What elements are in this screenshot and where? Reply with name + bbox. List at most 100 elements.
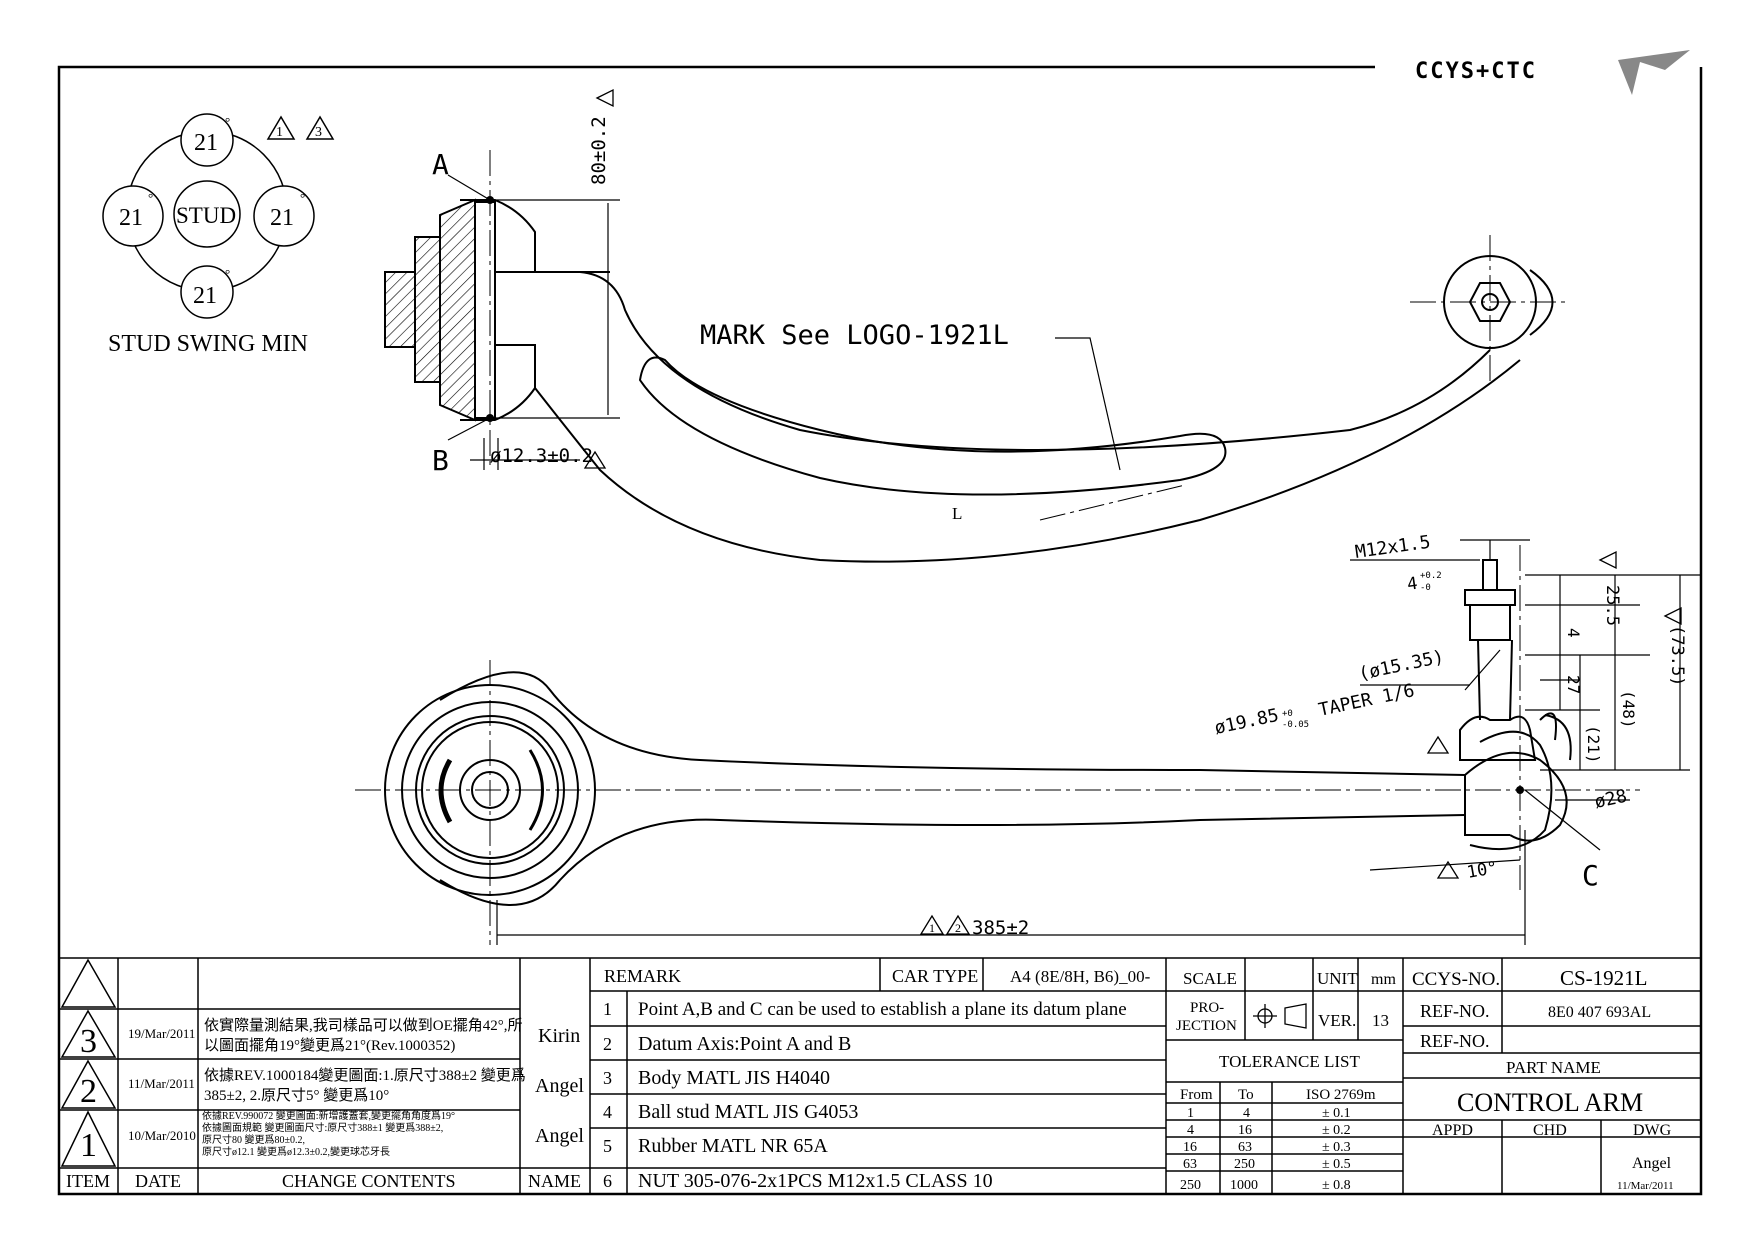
vertical-dim-4: 4 xyxy=(1564,628,1583,638)
rev-content-line: 原尺寸80 變更爲80±0.2, xyxy=(202,1133,305,1146)
ccys-no-value: CS-1921L xyxy=(1560,966,1648,990)
vertical-dim-21: (21) xyxy=(1584,725,1603,764)
rev-date: 10/Mar/2010 xyxy=(128,1128,196,1143)
point-a-marker xyxy=(486,196,494,204)
swing-angle-right: 21 xyxy=(270,205,294,231)
appd-label: APPD xyxy=(1432,1122,1473,1139)
remark-no: 2 xyxy=(603,1034,612,1054)
header-date: DATE xyxy=(135,1171,181,1191)
tol-from: 16 xyxy=(1183,1140,1197,1155)
height-dimension: 80±0.2 xyxy=(588,116,610,185)
rev-content-line: 依實際量測結果,我司樣品可以做到OE擺角42°,所 xyxy=(204,1016,523,1034)
rev-content-line: 原尺寸ø12.1 變更爲ø12.3±0.2,變更球芯牙長 xyxy=(202,1145,390,1158)
diameter-1985: ø19.85 xyxy=(1213,705,1281,739)
brand-text: CCYS+CTC xyxy=(1415,59,1537,84)
point-b-marker xyxy=(486,414,494,422)
revision-triangle-icon: 2 xyxy=(945,914,971,935)
top-view-dimensions xyxy=(447,174,1121,471)
tol-to: 250 xyxy=(1234,1157,1255,1172)
diameter-1985-upper: +0 xyxy=(1282,709,1293,719)
rev-content-line: 以圖面擺角19°變更爲21°(Rev.1000352) xyxy=(204,1037,455,1054)
front-view-labels: 1 2 385±2 M12x1.5 4 +0.2 -0 (ø15.35) ø19… xyxy=(919,532,1687,939)
rev-content-line: 385±2, 2.原尺寸5° 變更爲10° xyxy=(204,1087,389,1104)
svg-text:1: 1 xyxy=(276,125,283,140)
revision-triangle-icon xyxy=(1663,606,1682,626)
drawer-name: Angel xyxy=(1632,1155,1672,1172)
revision-triangle-icon xyxy=(1598,550,1617,570)
unit-value: mm xyxy=(1371,971,1396,988)
tol-value: ± 0.5 xyxy=(1322,1157,1351,1172)
degree-sign: ° xyxy=(225,114,230,129)
header-item: ITEM xyxy=(66,1171,110,1191)
car-type-label: CAR TYPE xyxy=(892,966,978,986)
brand-mark-icon xyxy=(1618,50,1690,95)
front-view-centerlines xyxy=(355,545,1640,945)
remark-text: Ball stud MATL JIS G4053 xyxy=(638,1101,858,1123)
header-change-contents: CHANGE CONTENTS xyxy=(282,1171,456,1191)
remark-no: 3 xyxy=(603,1068,612,1088)
ref-no2-label: REF-NO. xyxy=(1420,1031,1490,1051)
projection-label-line: JECTION xyxy=(1176,1018,1237,1034)
vertical-dim-48: (48) xyxy=(1619,690,1638,729)
stud-swing-diagram: 21 21 21 21 ° ° ° ° STUD STUD SWING MIN … xyxy=(102,113,335,357)
dwg-date: 11/Mar/2011 xyxy=(1617,1180,1674,1192)
title-block-grid xyxy=(59,957,1701,1194)
revision-triangle-icon xyxy=(1436,860,1460,879)
rev-2-mark: 2 xyxy=(955,921,961,935)
rev-item: 2 xyxy=(80,1073,97,1110)
rev-name: Angel xyxy=(535,1125,584,1147)
tol-header-to: To xyxy=(1238,1087,1254,1103)
swing-angle-left: 21 xyxy=(119,205,143,231)
ver-value: 13 xyxy=(1372,1011,1389,1030)
ref-no-value: 8E0 407 693AL xyxy=(1548,1004,1651,1021)
stud-label: STUD xyxy=(176,203,236,228)
tolerance-dimension: 4 xyxy=(1406,574,1419,595)
mark-note: MARK See LOGO-1921L xyxy=(700,320,1009,351)
ccys-no-label: CCYS-NO. xyxy=(1412,969,1500,990)
tol-from: 250 xyxy=(1180,1178,1201,1193)
revision-triangle-icon: 1 xyxy=(919,914,945,935)
swing-angle-top: 21 xyxy=(194,130,218,156)
rev-item: 1 xyxy=(80,1127,97,1164)
vertical-dim-255: 25.5 xyxy=(1602,585,1622,626)
rev-item: 3 xyxy=(80,1023,97,1060)
diameter-1535: (ø15.35) xyxy=(1357,646,1446,685)
part-info-block: CCYS-NO. CS-1921L REF-NO. 8E0 407 693AL … xyxy=(1412,966,1674,1192)
bore-dimension: ø12.3±0.2 xyxy=(490,445,593,467)
remark-table: REMARK CAR TYPE A4 (8E/8H, B6)_00- 1 Poi… xyxy=(603,966,1151,1192)
swing-caption: STUD SWING MIN xyxy=(108,331,308,357)
remark-no: 5 xyxy=(603,1136,612,1156)
remark-text: Point A,B and C can be used to establish… xyxy=(638,999,1127,1020)
tol-to: 1000 xyxy=(1230,1178,1258,1193)
remark-text: Body MATL JIS H4040 xyxy=(638,1067,830,1089)
unit-label: UNIT xyxy=(1317,969,1358,988)
vertical-dim-735: (73.5) xyxy=(1667,625,1687,686)
tol-to: 4 xyxy=(1243,1106,1250,1121)
label-point-c: C xyxy=(1582,859,1599,892)
rev-content-line: 依據圖面規範 變更圖面尺寸:原尺寸388±1 變更爲388±2, xyxy=(202,1121,443,1134)
tol-from: 4 xyxy=(1187,1123,1194,1138)
projection-icon xyxy=(1253,1003,1307,1029)
tol-header-iso: ISO 2769m xyxy=(1306,1087,1376,1103)
label-point-b: B xyxy=(432,444,449,477)
front-view-dimensions xyxy=(496,539,1700,945)
top-view-labels: A B ø12.3±0.2 80±0.2 MARK See LOGO-1921L… xyxy=(432,88,1009,523)
point-c-marker xyxy=(1516,786,1524,794)
tol-value: ± 0.2 xyxy=(1322,1123,1351,1138)
remark-text: Datum Axis:Point A and B xyxy=(638,1033,851,1055)
car-type-value: A4 (8E/8H, B6)_00- xyxy=(1010,967,1151,986)
revision-triangle-icon: 3 xyxy=(305,115,335,140)
arm-top-view xyxy=(384,198,1554,563)
projection-label-line: PRO- xyxy=(1190,1000,1224,1016)
tolerance-lower: -0 xyxy=(1420,583,1431,593)
top-view-centerlines xyxy=(489,150,1570,521)
tolerance-title: TOLERANCE LIST xyxy=(1219,1052,1360,1071)
arm-front-view xyxy=(384,559,1572,906)
remark-no: 4 xyxy=(603,1102,612,1122)
part-name-label: PART NAME xyxy=(1506,1058,1601,1077)
ref-no-label: REF-NO. xyxy=(1420,1001,1490,1021)
revision-triangle-icon xyxy=(595,88,614,108)
diameter-1985-lower: -0.05 xyxy=(1282,720,1309,730)
part-name-value: CONTROL ARM xyxy=(1457,1088,1643,1117)
